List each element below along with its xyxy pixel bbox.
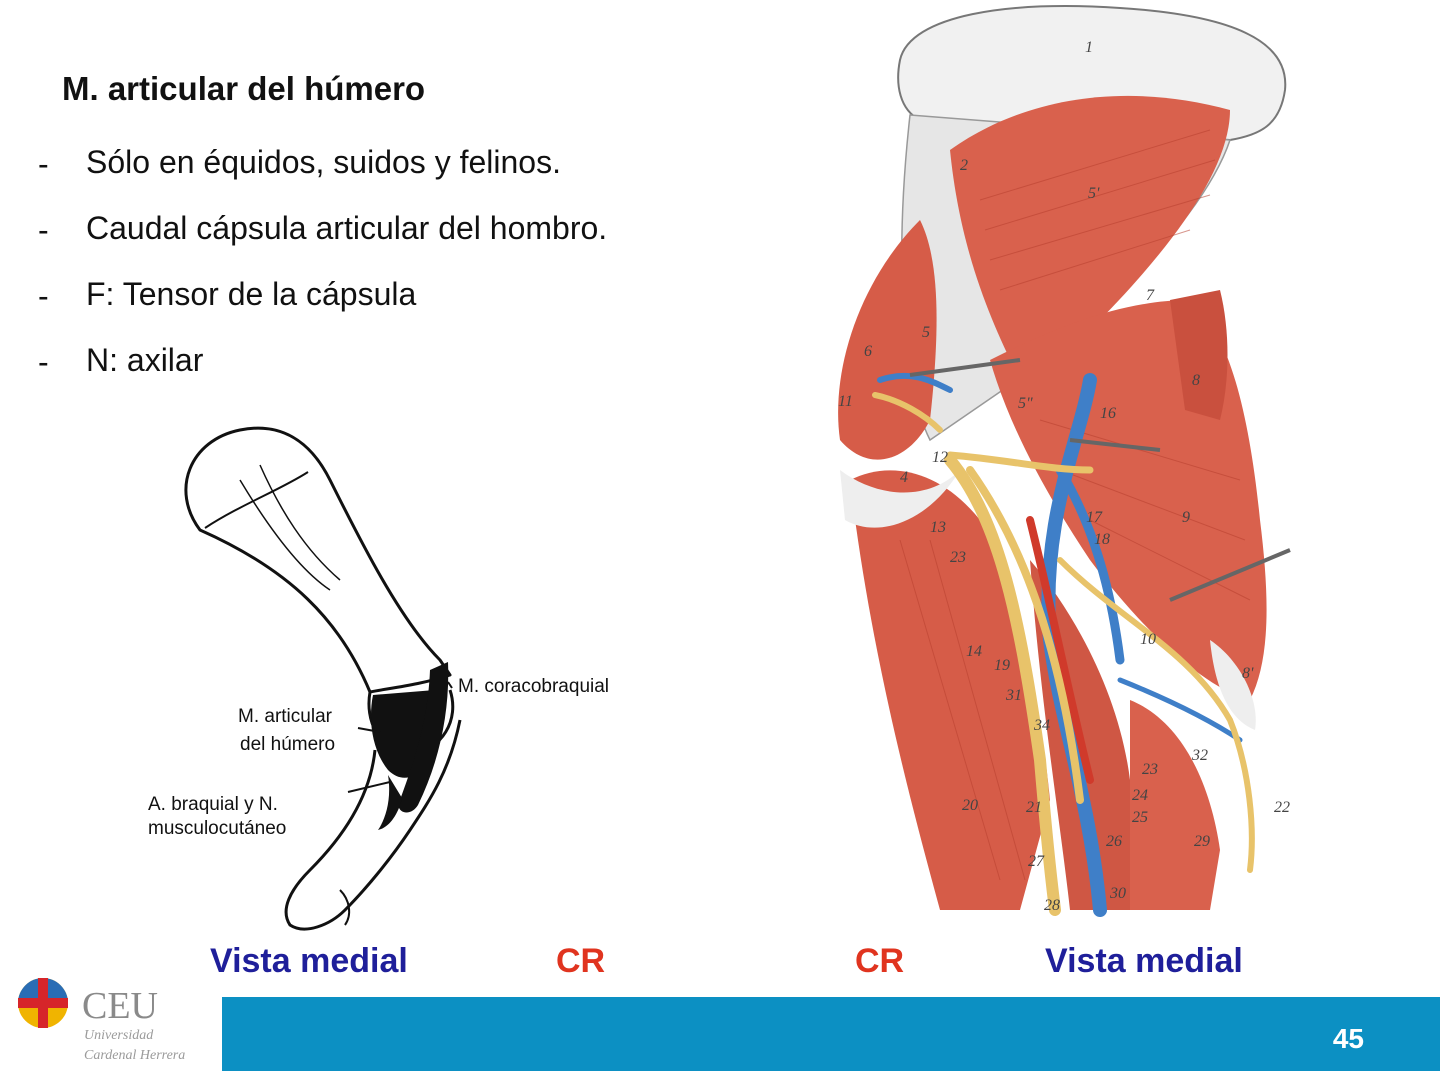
anatomy-label: 24 xyxy=(1132,787,1148,804)
bullet-marker: - xyxy=(38,344,49,380)
anatomy-label: 13 xyxy=(930,519,946,536)
anatomy-label: 6 xyxy=(864,343,872,360)
anatomy-label: 23 xyxy=(950,549,966,566)
anatomy-label: 4 xyxy=(900,469,908,486)
anatomy-label: 5" xyxy=(1018,395,1033,412)
anatomy-label: 10 xyxy=(1140,631,1156,648)
logo-subtitle-2: Cardenal Herrera xyxy=(84,1048,186,1063)
anatomy-label: 11 xyxy=(838,393,853,410)
anatomy-label: 22 xyxy=(1274,799,1290,816)
footer-bar: 45 xyxy=(222,997,1440,1071)
anatomy-label: 5' xyxy=(1088,185,1100,202)
label-articular-1: M. articular xyxy=(238,706,333,727)
anatomy-label: 8 xyxy=(1192,372,1200,389)
caption-left-cr: CR xyxy=(556,942,606,980)
anatomy-label: 29 xyxy=(1194,833,1210,850)
bullet-marker: - xyxy=(38,278,49,314)
anatomy-label: 17 xyxy=(1086,509,1103,526)
anatomy-label: 20 xyxy=(962,797,978,814)
bullet-text: N: axilar xyxy=(86,342,204,378)
anatomy-label: 31 xyxy=(1005,687,1022,704)
anatomy-label: 7 xyxy=(1146,287,1155,304)
anatomy-label: 14 xyxy=(966,643,982,660)
anatomy-label: 18 xyxy=(1094,531,1110,548)
anatomy-label: 25 xyxy=(1132,809,1148,826)
anatomy-label: 19 xyxy=(994,657,1010,674)
logo-name: CEU xyxy=(82,985,158,1027)
caption-right-view: Vista medial xyxy=(1045,942,1243,980)
anatomy-label: 16 xyxy=(1100,405,1116,422)
subscapular-muscle xyxy=(950,95,1230,380)
anatomy-label: 2 xyxy=(960,157,968,174)
caption-right-cr: CR xyxy=(855,942,905,980)
slide-title: M. articular del húmero xyxy=(62,70,426,107)
bullet-marker: - xyxy=(38,146,49,182)
anatomy-label: 1 xyxy=(1085,39,1093,56)
coracobrachial-muscle-shape xyxy=(398,662,449,813)
anatomy-number-labels: 1 2 5' 5 6 7 8 11 5" 16 4 12 9 13 17 18 … xyxy=(838,39,1290,914)
anatomy-label: 32 xyxy=(1191,747,1208,764)
label-braquial-1: A. braquial y N. xyxy=(148,794,278,815)
anatomy-label: 34 xyxy=(1033,717,1050,734)
anatomy-label: 9 xyxy=(1182,509,1190,526)
label-coracobraquial: M. coracobraquial xyxy=(458,676,609,697)
anatomy-label: 21 xyxy=(1026,799,1042,816)
humerus-sketch: M. coracobraquial M. articular del húmer… xyxy=(148,426,609,931)
anatomy-label: 5 xyxy=(922,324,930,341)
anatomy-label: 23 xyxy=(1142,761,1158,778)
bullet-text: F: Tensor de la cápsula xyxy=(86,276,417,312)
ceu-emblem-icon xyxy=(18,978,68,1028)
bullet-marker: - xyxy=(38,212,49,248)
label-braquial-2: musculocutáneo xyxy=(148,818,286,839)
page-number: 45 xyxy=(1332,1023,1364,1054)
anatomy-label: 30 xyxy=(1109,885,1126,902)
anatomy-label: 26 xyxy=(1106,833,1122,850)
caption-left-view: Vista medial xyxy=(210,942,408,980)
anatomy-label: 27 xyxy=(1028,853,1045,870)
anatomy-label: 8' xyxy=(1242,665,1254,682)
scapula-outline xyxy=(184,426,452,694)
anatomy-illustration: 1 2 5' 5 6 7 8 11 5" 16 4 12 9 13 17 18 … xyxy=(838,4,1291,917)
ceu-logo: CEU Universidad Cardenal Herrera xyxy=(12,972,222,1067)
logo-subtitle-1: Universidad xyxy=(84,1028,154,1043)
humerus-outline xyxy=(284,719,462,931)
bullet-text: Caudal cápsula articular del hombro. xyxy=(86,210,608,246)
anatomy-label: 12 xyxy=(932,449,948,466)
label-articular-2: del húmero xyxy=(240,734,335,755)
bullet-text: Sólo en équidos, suidos y felinos. xyxy=(86,144,561,180)
anatomy-label: 28 xyxy=(1044,897,1060,914)
